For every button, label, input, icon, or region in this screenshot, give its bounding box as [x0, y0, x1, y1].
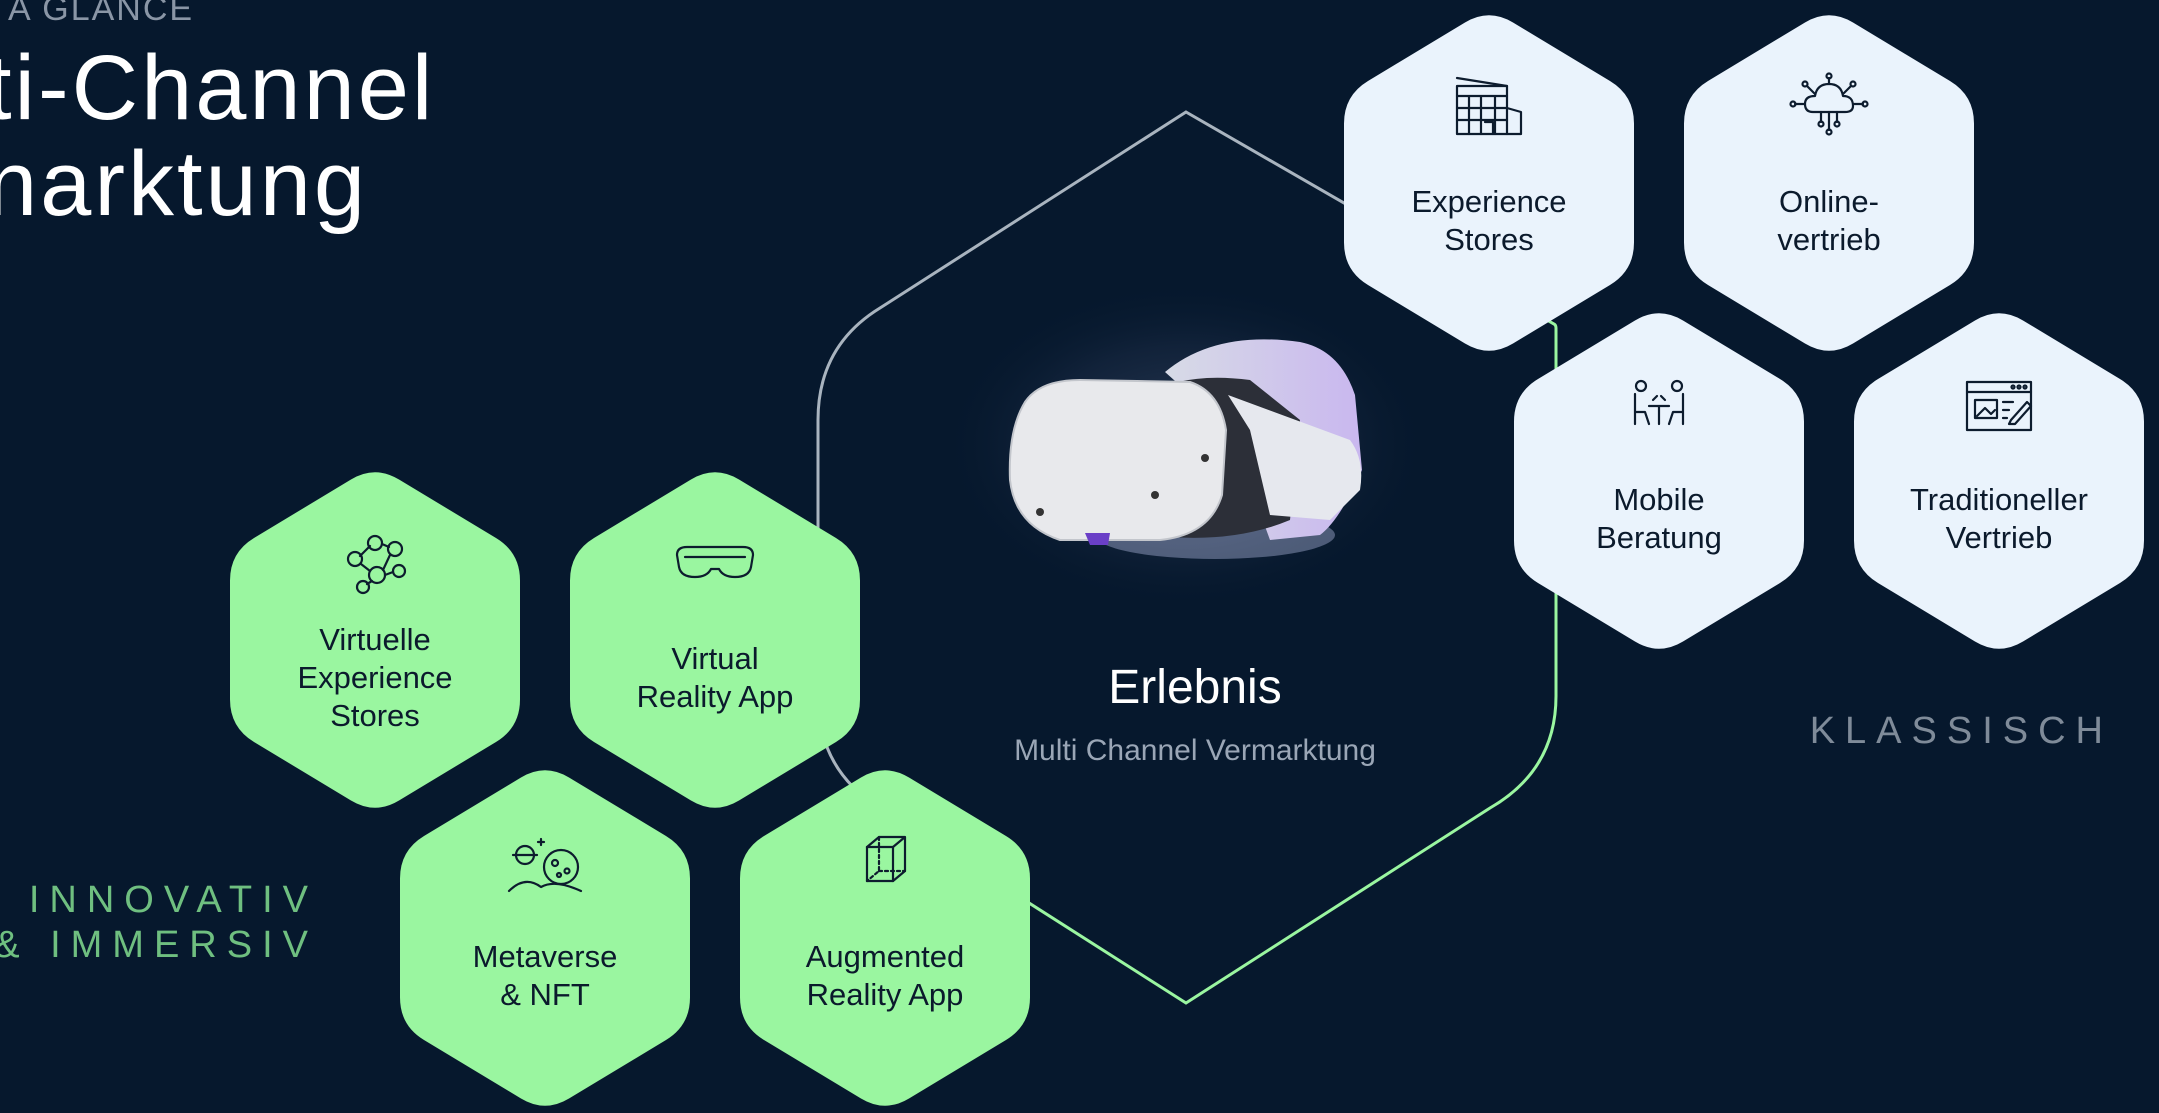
hexagon-shape — [570, 472, 860, 808]
page-title-line-2: narktung — [0, 133, 369, 235]
hexagon-label-line: Virtuelle — [319, 622, 430, 657]
section-eyebrow: A GLANCE — [8, 0, 195, 28]
hexagon-label-line: Beratung — [1596, 520, 1722, 555]
innovative-label-line-2: & IMMERSIV — [0, 924, 318, 966]
cloud-network-icon — [1789, 72, 1869, 136]
hexagon-label-line: Reality App — [807, 977, 964, 1012]
hexagon-tile: Online-vertrieb — [1684, 15, 1974, 351]
innovative-label-line-1: INNOVATIV — [29, 879, 318, 921]
store-building-icon — [1455, 76, 1523, 136]
hexagon-label-line: Stores — [1444, 222, 1534, 257]
page-title: ti-Channel narktung — [0, 40, 435, 232]
hexagon-shape — [230, 472, 520, 808]
hexagon-shape — [1514, 313, 1804, 649]
hexagon-label-line: Experience — [297, 660, 452, 695]
planets-icon — [507, 837, 583, 893]
center-title: Erlebnis — [1108, 661, 1281, 714]
innovative-group-label: INNOVATIV & IMMERSIV — [0, 879, 318, 966]
hexagon-tile: Metaverse& NFT — [400, 770, 690, 1106]
vr-headset-image — [940, 280, 1430, 610]
hexagon-label-line: Experience — [1411, 184, 1566, 219]
hexagon-label-line: & NFT — [500, 977, 590, 1012]
cube-icon — [865, 835, 907, 883]
center-subtitle: Multi Channel Vermarktung — [1014, 734, 1376, 767]
hexagon-label-line: Augmented — [806, 939, 965, 974]
hexagon-shape — [740, 770, 1030, 1106]
hexagon-shape — [1854, 313, 2144, 649]
hexagon-label-line: Virtual — [671, 641, 758, 676]
browser-edit-icon — [1965, 380, 2033, 432]
hexagon-label-line: Online- — [1779, 184, 1879, 219]
hexagon-label-line: Metaverse — [473, 939, 618, 974]
vr-goggles-icon — [675, 545, 755, 579]
hexagon-label-line: vertrieb — [1777, 222, 1880, 257]
consultation-icon — [1633, 379, 1685, 426]
hexagon-label-line: Vertrieb — [1946, 520, 2053, 555]
hexagon-label-line: Reality App — [637, 679, 794, 714]
network-icon — [346, 534, 407, 595]
hexagon-label-line: Traditioneller — [1910, 482, 2088, 517]
page-title-line-1: ti-Channel — [0, 37, 436, 139]
hexagon-label-line: Mobile — [1613, 482, 1704, 517]
hexagon-shape — [400, 770, 690, 1106]
classic-group-label: KLASSISCH — [1810, 710, 2113, 752]
hexagon-label-line: Stores — [330, 698, 420, 733]
hexagon-shape — [1344, 15, 1634, 351]
hexagon-shape — [1684, 15, 1974, 351]
